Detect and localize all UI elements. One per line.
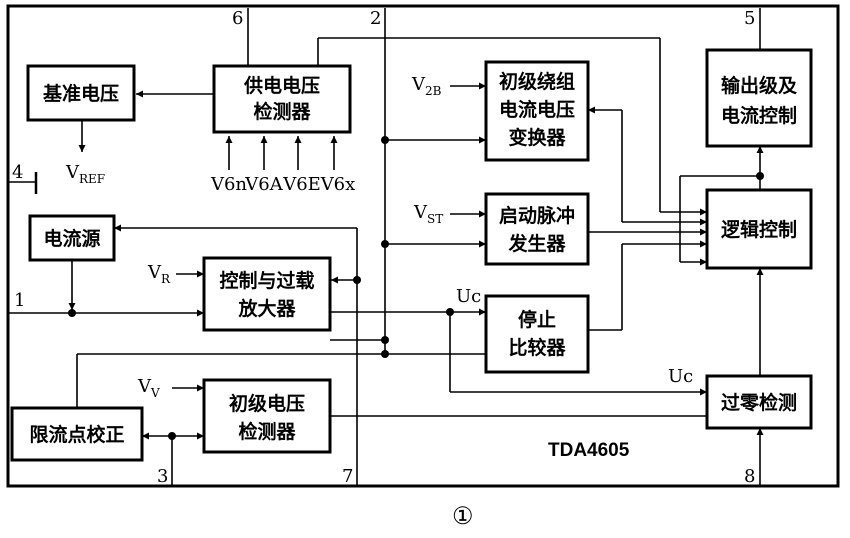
block-start-pulse: 启动脉冲 发生器 [484, 192, 590, 266]
supply-detector-line1: 供电电压 [243, 74, 320, 97]
supply-input-v6a: V6A [244, 174, 283, 195]
block-zero-cross-detector: 过零检测 [705, 374, 813, 430]
primary-voltage-line2: 检测器 [238, 420, 296, 443]
vst-label: VST [413, 202, 443, 226]
block-logic-control: 逻辑控制 [705, 188, 813, 270]
connections [8, 8, 764, 486]
figure-number: ① [452, 502, 474, 530]
supply-input-v6x: V6x [320, 174, 356, 195]
block-supply-detector: 供电电压 检测器 [212, 64, 352, 134]
output-stage-line2: 电流控制 [721, 104, 797, 127]
block-stop-comparator: 停止 比较器 [484, 294, 590, 374]
stop-comparator-line2: 比较器 [508, 336, 566, 359]
primary-winding-line1: 初级绕组 [499, 70, 575, 93]
signal-labels: VREF V2B VST VR VV Uc Uc V6n V6A V6E V6x [65, 74, 693, 400]
pin-7-label: 7 [342, 466, 353, 487]
start-pulse-line1: 启动脉冲 [499, 204, 575, 227]
pin-4-label: 4 [12, 162, 23, 183]
v2b-label: V2B [411, 74, 442, 98]
uc-label-1: Uc [456, 286, 481, 307]
ref-voltage-label: 基准电压 [42, 82, 119, 105]
uc-label-2: Uc [668, 366, 693, 387]
primary-winding-line2: 电流电压 [499, 98, 575, 121]
pin-6-label: 6 [232, 8, 243, 29]
zero-cross-label: 过零检测 [721, 391, 797, 414]
block-primary-winding-converter: 初级绕组 电流电压 变换器 [484, 60, 590, 162]
chip-outline [6, 4, 840, 488]
start-pulse-line2: 发生器 [507, 232, 566, 255]
junction-dots [68, 136, 764, 440]
control-amp-line1: 控制与过载 [219, 269, 314, 292]
stop-comparator-line1: 停止 [518, 308, 556, 331]
vref-label: VREF [65, 162, 105, 186]
primary-winding-line3: 变换器 [508, 126, 566, 149]
logic-control-label: 逻辑控制 [721, 218, 797, 241]
primary-voltage-line1: 初级电压 [229, 392, 305, 415]
supply-detector-line2: 检测器 [253, 100, 311, 123]
block-current-source: 电流源 [28, 214, 116, 262]
supply-input-v6e: V6E [282, 174, 321, 195]
chip-name-label: TDA4605 [548, 440, 630, 461]
pin-3-label: 3 [157, 466, 168, 487]
vr-label: VR [147, 262, 171, 286]
block-ref-voltage: 基准电压 [26, 64, 136, 122]
current-source-label: 电流源 [43, 227, 100, 250]
pin-8-label: 8 [744, 466, 755, 487]
pin-labels: 1 2 3 4 5 6 7 8 [12, 8, 755, 487]
block-primary-voltage-detector: 初级电压 检测器 [202, 378, 332, 454]
vv-label: VV [137, 376, 160, 400]
supply-input-v6n: V6n [210, 174, 247, 195]
block-output-stage: 输出级及 电流控制 [705, 48, 813, 148]
limit-point-label: 限流点校正 [29, 423, 124, 446]
pin-1-label: 1 [14, 290, 25, 311]
output-stage-line1: 输出级及 [721, 74, 798, 97]
control-amp-line2: 放大器 [237, 297, 296, 320]
block-control-amplifier: 控制与过载 放大器 [202, 256, 332, 332]
block-limit-point-correction: 限流点校正 [10, 406, 144, 462]
pin-5-label: 5 [744, 8, 755, 29]
pin-2-label: 2 [370, 8, 381, 29]
